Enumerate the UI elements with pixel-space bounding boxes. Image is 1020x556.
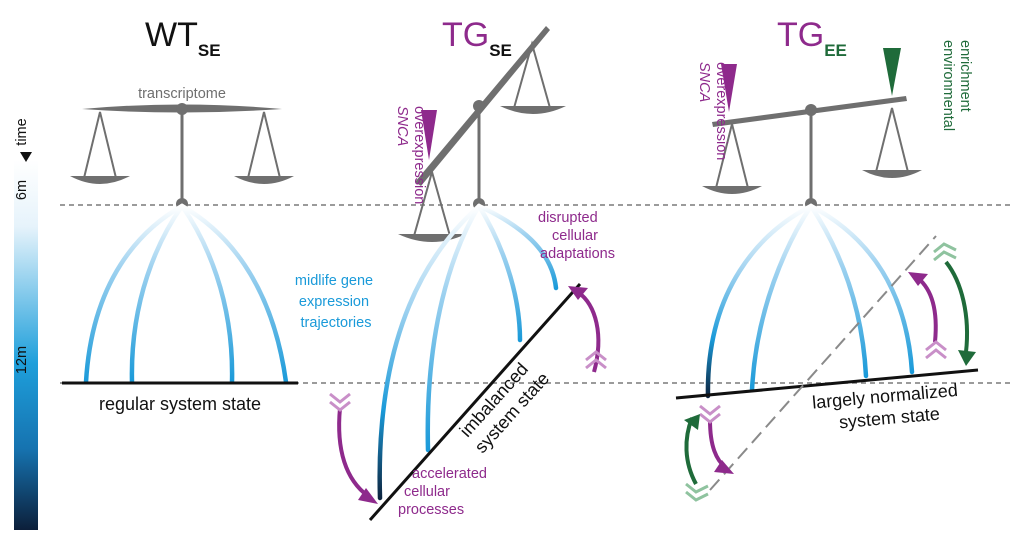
snca-label-rotated: SNCA overexpression bbox=[394, 106, 427, 204]
green-up-arrow-icon bbox=[684, 414, 709, 502]
panel-title: WTSE bbox=[145, 16, 221, 60]
enrichment-label-rotated: environmental enrichment bbox=[940, 40, 973, 135]
purple-up-arrow-icon bbox=[908, 272, 947, 360]
gene-trajectories bbox=[705, 203, 915, 399]
timeline: time 6m 12m bbox=[14, 118, 38, 530]
upward-curved-arrow-icon bbox=[568, 286, 607, 373]
accelerated-label: accelerated cellular processes bbox=[398, 466, 491, 518]
snca-down-arrow-icon bbox=[721, 64, 737, 112]
state-label: largely normalized system state bbox=[811, 379, 965, 434]
state-label: regular system state bbox=[99, 394, 261, 414]
gene-trajectories bbox=[377, 203, 559, 501]
reference-diagonal-dashed bbox=[709, 235, 937, 491]
panel-title: TGEE bbox=[777, 16, 847, 60]
time-label: time bbox=[14, 118, 30, 145]
downward-curved-arrow-icon bbox=[329, 392, 378, 504]
trajectory-label: midlife gene expression trajectories bbox=[295, 273, 377, 331]
imbalanced-state-line bbox=[368, 283, 582, 521]
panel-wt-se: WTSE transcriptome regular system state … bbox=[62, 16, 377, 414]
green-down-arrow-icon bbox=[933, 242, 976, 366]
panel-tg-ee: TGEE SNCA overexpression environmental e… bbox=[675, 16, 979, 502]
normalized-state-line bbox=[675, 368, 979, 400]
scale-label: transcriptome bbox=[138, 86, 226, 102]
gene-trajectories bbox=[83, 203, 289, 385]
disrupted-label: disrupted cellular adaptations bbox=[538, 210, 615, 262]
balance-scale-icon bbox=[70, 103, 294, 210]
time-tick-12m: 12m bbox=[14, 346, 30, 374]
slightly-tilted-balance-scale-icon bbox=[702, 96, 922, 210]
panel-title: TGSE bbox=[442, 16, 512, 60]
purple-down-arrow-icon bbox=[699, 404, 734, 474]
snca-label-rotated: SNCA overexpression bbox=[696, 62, 729, 160]
panel-tg-se: TGSE SNCA overexpression imbalanc bbox=[329, 16, 615, 521]
time-arrow-icon bbox=[20, 152, 32, 162]
enrichment-down-arrow-icon bbox=[883, 48, 901, 96]
time-tick-6m: 6m bbox=[14, 180, 30, 200]
time-gradient-bar bbox=[14, 160, 38, 530]
snca-down-arrow-icon bbox=[421, 110, 437, 160]
